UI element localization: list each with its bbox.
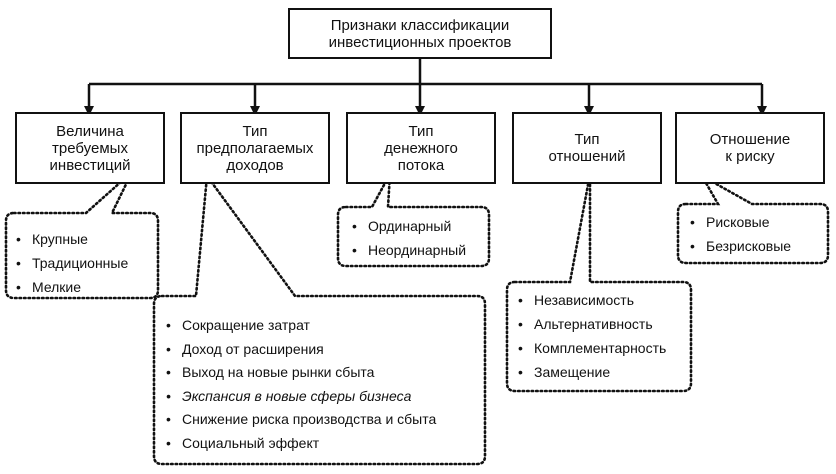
list-relations: Независимость Альтернативность Комплемен… [516,288,666,384]
list-item: Комплементарность [516,336,666,360]
category-risk-label: Отношение к риску [709,131,791,165]
category-risk-box: Отношение к риску [675,112,825,184]
list-item: Крупные [14,227,128,251]
list-risk: Рисковые Безрисковые [688,210,791,258]
list-item: Альтернативность [516,312,666,336]
list-item: Традиционные [14,251,128,275]
root-label: Признаки классификации инвестиционных пр… [328,16,512,51]
category-cashflow-label: Тип денежного потока [384,122,458,174]
category-investment-box: Величина требуемых инвестиций [15,112,165,184]
list-item: Ординарный [350,214,466,238]
list-income: Сокращение затрат Доход от расширения Вы… [164,314,436,456]
list-item: Мелкие [14,275,128,299]
list-investment: Крупные Традиционные Мелкие [14,227,128,299]
list-item: Доход от расширения [164,338,436,362]
list-item: Рисковые [688,210,791,234]
category-relations-box: Тип отношений [512,112,662,184]
list-item: Снижение риска производства и сбыта [164,408,436,432]
list-item: Замещение [516,360,666,384]
list-item: Безрисковые [688,234,791,258]
list-cashflow: Ординарный Неординарный [350,214,466,262]
root-box: Признаки классификации инвестиционных пр… [288,8,552,59]
list-item: Экспансия в новые сферы бизнеса [164,385,436,409]
category-income-label: Тип предполагаемых доходов [196,122,314,174]
list-item: Независимость [516,288,666,312]
list-item: Социальный эффект [164,432,436,456]
list-item: Выход на новые рынки сбыта [164,361,436,385]
category-investment-label: Величина требуемых инвестиций [49,122,131,174]
list-item: Неординарный [350,238,466,262]
category-income-box: Тип предполагаемых доходов [180,112,330,184]
list-item: Сокращение затрат [164,314,436,338]
category-relations-label: Тип отношений [548,131,626,165]
category-cashflow-box: Тип денежного потока [346,112,496,184]
connectors [84,58,767,116]
